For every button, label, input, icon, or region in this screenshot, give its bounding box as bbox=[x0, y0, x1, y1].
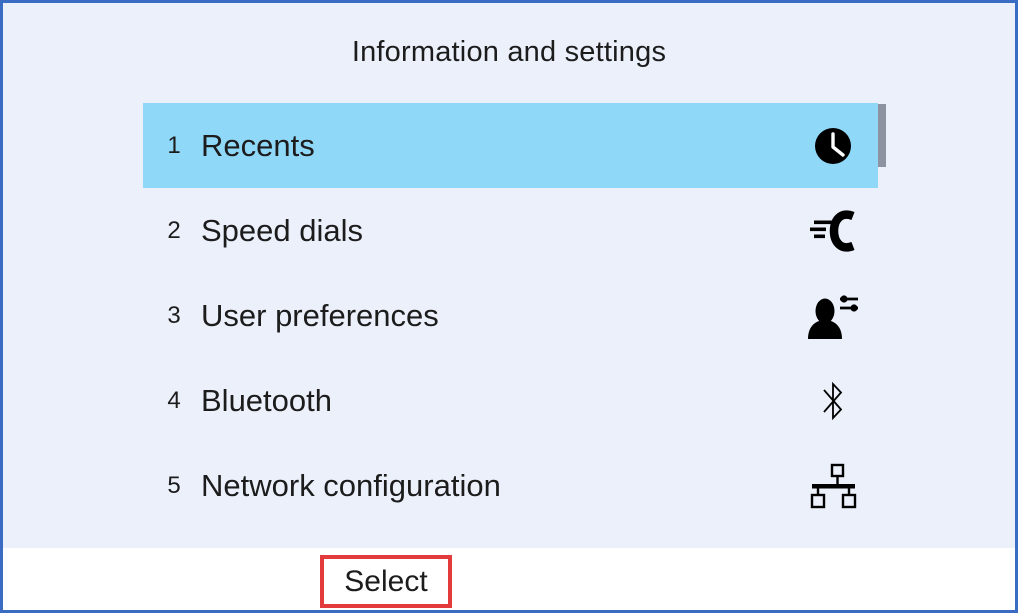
menu-item-label: Recents bbox=[201, 127, 315, 163]
menu-item-user-preferences[interactable]: 3 User preferences bbox=[143, 273, 878, 358]
bluetooth-icon bbox=[806, 374, 860, 428]
page-title: Information and settings bbox=[351, 36, 667, 68]
menu-item-number: 1 bbox=[167, 131, 181, 159]
select-softkey-button[interactable]: Select bbox=[320, 555, 452, 608]
softkey-bar: Select bbox=[3, 548, 1015, 610]
network-icon bbox=[806, 459, 860, 513]
scrollbar-thumb[interactable] bbox=[878, 104, 886, 167]
menu-item-label: Speed dials bbox=[201, 212, 364, 248]
menu-item-bluetooth[interactable]: 4 Bluetooth bbox=[143, 358, 878, 443]
user-preferences-icon bbox=[806, 289, 860, 343]
menu-item-speed-dials[interactable]: 2 Speed dials bbox=[143, 188, 878, 273]
menu-item-label: Bluetooth bbox=[201, 382, 332, 418]
speed-dial-phone-icon bbox=[806, 204, 860, 258]
menu-item-label: Network configuration bbox=[201, 467, 501, 503]
menu-item-number: 5 bbox=[167, 471, 181, 499]
menu-item-label: User preferences bbox=[201, 297, 439, 333]
menu-item-number: 2 bbox=[167, 216, 181, 244]
clock-icon bbox=[806, 119, 860, 173]
settings-menu-list: 1 Recents 2 Speed dials bbox=[143, 103, 878, 528]
menu-item-recents[interactable]: 1 Recents bbox=[143, 103, 878, 188]
menu-item-number: 4 bbox=[167, 386, 181, 414]
menu-item-number: 3 bbox=[167, 301, 181, 329]
menu-item-network-configuration[interactable]: 5 Network configuration bbox=[143, 443, 878, 528]
